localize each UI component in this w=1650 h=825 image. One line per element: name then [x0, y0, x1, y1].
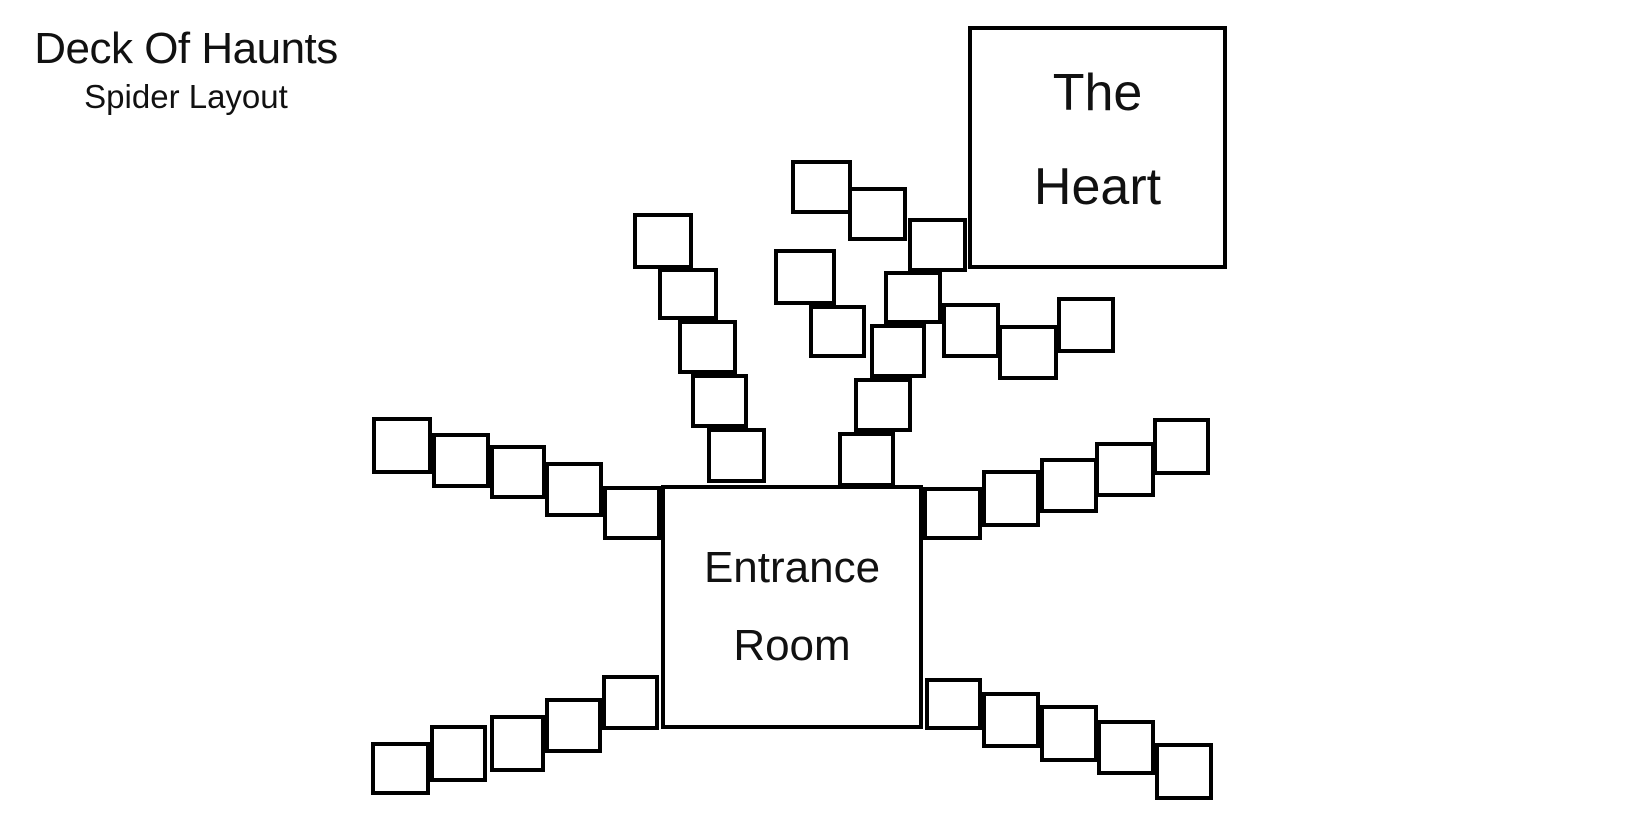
card-square	[923, 487, 982, 540]
card-square	[602, 675, 659, 730]
card-square	[1057, 297, 1115, 353]
card-square	[678, 320, 737, 374]
card-square	[1040, 458, 1098, 513]
card-square	[603, 486, 661, 540]
card-square	[884, 271, 942, 324]
card-square	[432, 433, 490, 488]
card-square	[1040, 705, 1098, 762]
title-block: Deck Of Haunts Spider Layout	[30, 24, 342, 116]
card-square	[982, 470, 1040, 527]
card-square	[490, 445, 546, 499]
card-square	[774, 249, 836, 305]
room-the-heart: The Heart	[968, 26, 1227, 269]
card-square	[998, 325, 1058, 380]
card-square	[838, 432, 895, 487]
card-square	[1097, 720, 1155, 775]
card-square	[791, 160, 852, 214]
card-square	[371, 742, 430, 795]
page-title: Deck Of Haunts	[34, 24, 338, 73]
card-square	[707, 428, 766, 483]
card-square	[633, 213, 693, 269]
card-square	[1153, 418, 1210, 475]
room-label-line: Entrance	[703, 543, 881, 592]
card-square	[490, 715, 545, 772]
card-square	[545, 462, 603, 517]
card-square	[658, 268, 718, 320]
card-square	[908, 218, 967, 272]
card-square	[545, 698, 602, 753]
room-entrance: Entrance Room	[661, 485, 923, 729]
card-square	[1095, 442, 1155, 497]
card-square	[1155, 743, 1213, 800]
card-square	[870, 324, 926, 378]
page-subtitle: Spider Layout	[84, 78, 288, 116]
card-square	[372, 417, 432, 474]
room-label-line: The	[1052, 63, 1143, 122]
card-square	[925, 678, 982, 730]
card-square	[691, 374, 748, 428]
card-square	[430, 725, 487, 782]
room-label-line: Room	[733, 621, 851, 670]
card-square	[942, 303, 1000, 358]
card-square	[982, 692, 1040, 748]
card-square	[809, 305, 866, 358]
card-square	[848, 187, 907, 241]
card-square	[854, 378, 912, 432]
room-label-line: Heart	[1033, 157, 1162, 216]
